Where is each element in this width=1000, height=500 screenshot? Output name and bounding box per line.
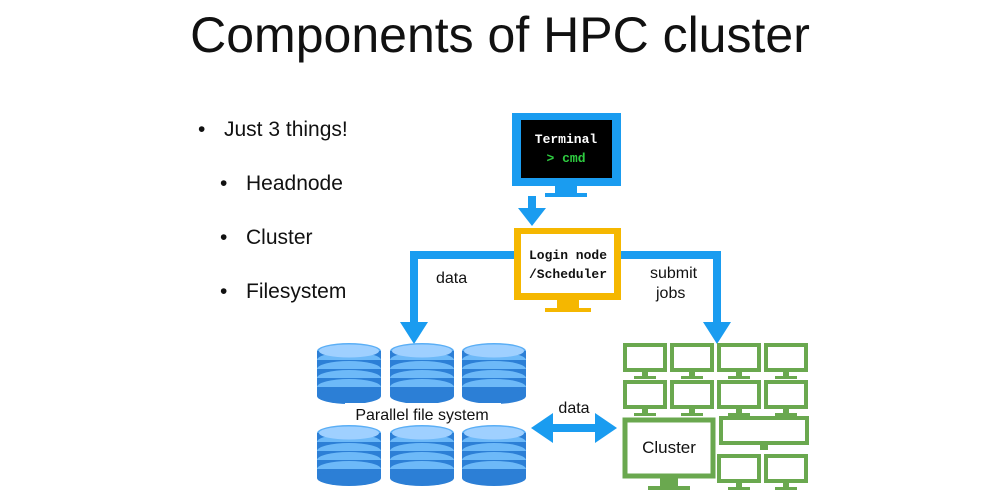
node-monitor-icon [670,380,714,418]
terminal-prompt: > cmd [546,151,585,166]
node-monitor-icon [717,343,761,381]
storage-cluster-double-arrow [531,413,617,443]
bullet-item: Cluster [220,226,313,250]
node-monitor-icon [623,343,667,381]
storage-label: Parallel file system [355,407,488,424]
bullet-item: Just 3 things! [198,118,348,142]
node-monitor-icon [717,380,761,418]
disk-icon [317,425,381,486]
edge-label-data-left: data [436,270,467,287]
node-monitor-icon [764,454,808,492]
terminal-to-login-arrow [518,196,546,226]
wide-monitor-icon [719,416,809,450]
node-monitor-icon [670,343,714,381]
node-monitor-icon [717,454,761,492]
edge-label-jobs: jobs [655,285,685,302]
cluster-nodes: Cluster [622,343,809,492]
login-node-monitor-icon: Login node /Scheduler [514,228,621,312]
cluster-main-monitor-icon: Cluster [622,417,716,490]
login-node-label-1: Login node [529,248,607,263]
parallel-file-system: Parallel file system [317,343,526,486]
disk-icon [462,425,526,486]
terminal-monitor-icon: Terminal > cmd [512,113,621,197]
slide-title: Components of HPC cluster [190,7,810,63]
node-monitor-icon [623,380,667,418]
node-monitor-icon [764,380,808,418]
disk-icon [317,343,381,404]
disk-icon [390,343,454,404]
login-node-label-2: /Scheduler [529,267,607,282]
disk-icon [390,425,454,486]
bullet-item: Headnode [220,172,343,196]
disk-icon [462,343,526,404]
edge-label-submit: submit [650,265,698,282]
node-monitor-icon [764,343,808,381]
edge-label-data-bottom: data [558,400,589,417]
login-to-storage-arrow [400,251,514,344]
login-to-cluster-arrow [621,251,731,344]
bullet-item: Filesystem [220,280,346,304]
cluster-label: Cluster [642,438,696,457]
terminal-title: Terminal [535,132,598,147]
